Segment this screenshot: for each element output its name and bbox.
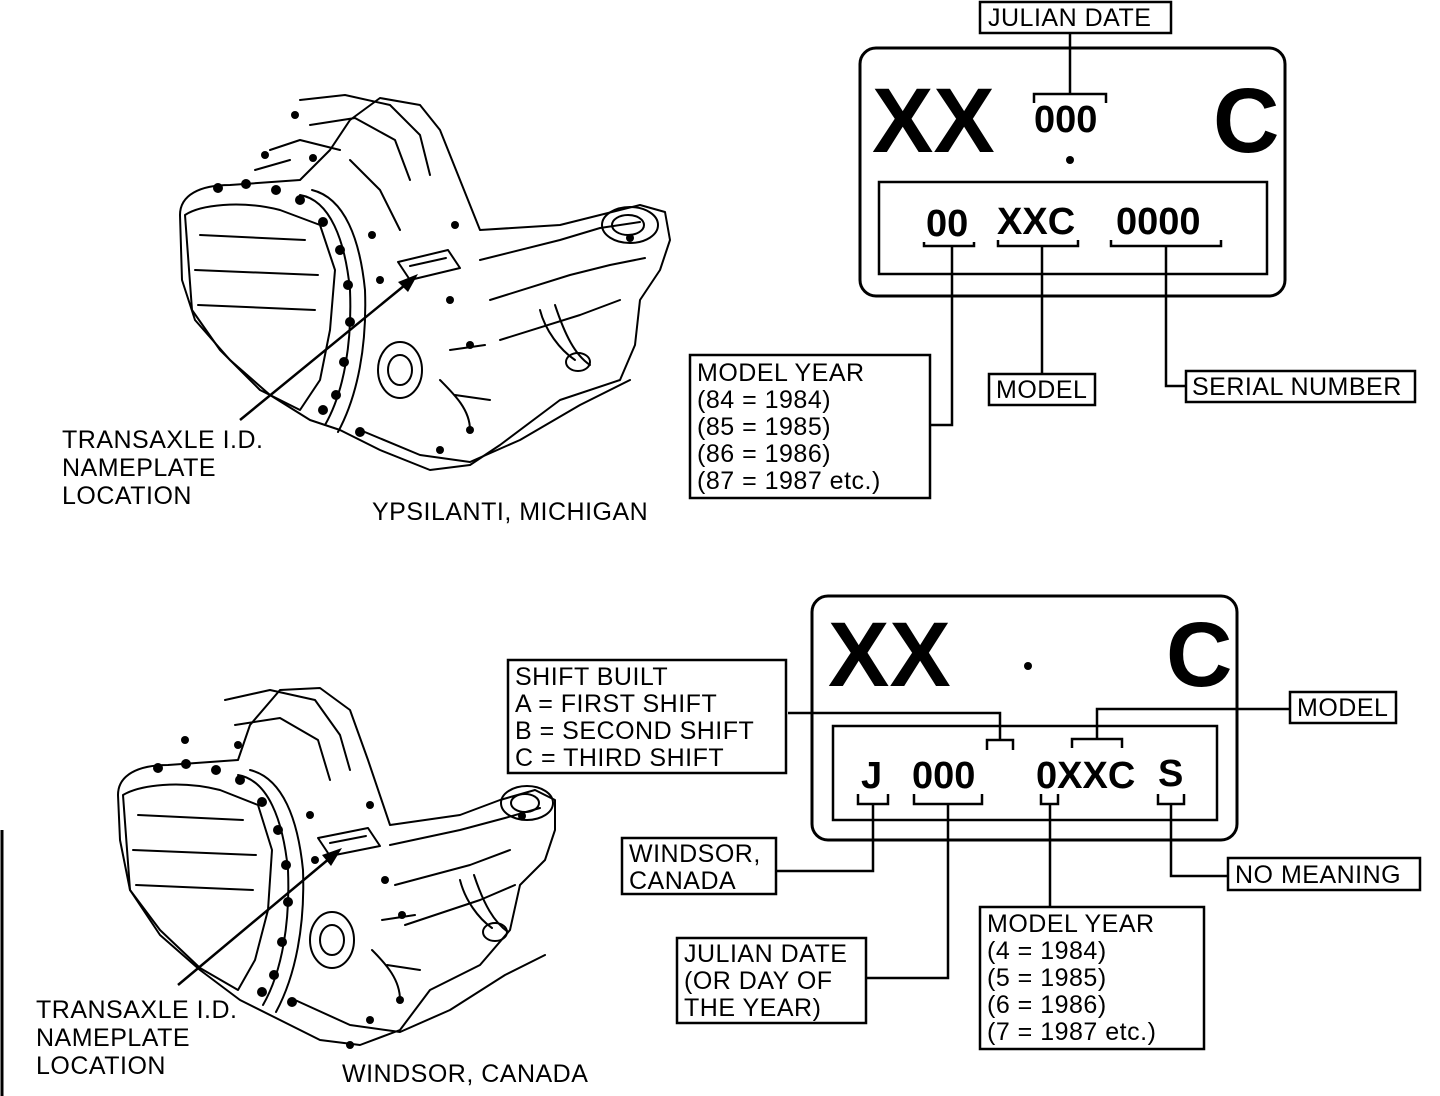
top-plate-prefix: XX bbox=[872, 70, 995, 172]
bottom-model-year-line: (6 = 1986) bbox=[987, 991, 1107, 1019]
bottom-windsor-callout: WINDSOR, CANADA bbox=[620, 836, 778, 896]
bottom-no-meaning-label: NO MEANING bbox=[1235, 861, 1401, 889]
bottom-plate-suffix: C bbox=[1166, 604, 1232, 706]
bottom-shift-line: A = FIRST SHIFT bbox=[515, 690, 717, 718]
bottom-julian-line: THE YEAR) bbox=[684, 994, 821, 1022]
top-model-year-callout: MODEL YEAR (84 = 1984) (85 = 1985) (86 =… bbox=[688, 353, 932, 500]
top-model-year-line: (84 = 1984) bbox=[697, 386, 831, 414]
top-leader-lines bbox=[922, 30, 1223, 427]
bottom-windsor-line: CANADA bbox=[629, 867, 736, 895]
bottom-model-year-line: (5 = 1985) bbox=[987, 964, 1107, 992]
top-model-year-line: (86 = 1986) bbox=[697, 440, 831, 468]
bottom-plate-date-code: 000 bbox=[912, 755, 975, 797]
top-model-label: MODEL bbox=[996, 376, 1087, 404]
bottom-plate-plant-code: J bbox=[861, 755, 882, 797]
top-model-callout: MODEL bbox=[987, 372, 1097, 407]
bottom-model-label: MODEL bbox=[1297, 694, 1388, 722]
bottom-no-meaning-callout: NO MEANING bbox=[1226, 856, 1422, 892]
bottom-plate-prefix: XX bbox=[828, 604, 951, 706]
bottom-plate-model-code: 0XXC bbox=[1036, 755, 1135, 797]
bottom-location-arrow bbox=[177, 848, 342, 986]
bottom-julian-date-callout: JULIAN DATE (OR DAY OF THE YEAR) bbox=[675, 936, 868, 1025]
bottom-shift-line: C = THIRD SHIFT bbox=[515, 744, 724, 772]
bottom-plate-extra-code: S bbox=[1158, 753, 1183, 795]
bottom-julian-line: (OR DAY OF bbox=[684, 967, 833, 995]
bottom-plant-label: WINDSOR, CANADA bbox=[342, 1060, 588, 1088]
top-plate-model-code: XXC bbox=[997, 201, 1075, 243]
top-plate-suffix: C bbox=[1213, 70, 1279, 172]
top-plate-year-code: 00 bbox=[926, 203, 968, 245]
top-location-arrow bbox=[239, 274, 418, 421]
top-plant-label: YPSILANTI, MICHIGAN bbox=[372, 498, 648, 526]
bottom-transaxle-illustration bbox=[117, 687, 556, 1049]
bottom-shift-line: B = SECOND SHIFT bbox=[515, 717, 754, 745]
top-transaxle-illustration bbox=[179, 94, 671, 471]
bottom-nameplate: XX C J 000 0XXC S bbox=[810, 594, 1239, 842]
top-plate-date-code: 000 bbox=[1034, 99, 1097, 141]
top-julian-date-label: JULIAN DATE bbox=[988, 4, 1151, 32]
bottom-model-year-title: MODEL YEAR bbox=[987, 910, 1155, 938]
bottom-model-callout: MODEL bbox=[1288, 690, 1398, 725]
top-model-year-line: (87 = 1987 etc.) bbox=[697, 467, 881, 495]
top-serial-number-callout: SERIAL NUMBER bbox=[1184, 369, 1417, 404]
top-plate-dot bbox=[1066, 156, 1074, 164]
top-nameplate: XX 000 C 00 XXC 0000 bbox=[858, 46, 1287, 298]
bottom-model-year-line: (7 = 1987 etc.) bbox=[987, 1018, 1156, 1046]
top-julian-date-callout: JULIAN DATE bbox=[978, 0, 1173, 35]
top-plate-serial-code: 0000 bbox=[1116, 201, 1201, 243]
bottom-plate-dot bbox=[1024, 662, 1032, 670]
bottom-model-year-callout: MODEL YEAR (4 = 1984) (5 = 1985) (6 = 19… bbox=[978, 905, 1206, 1051]
bottom-windsor-line: WINDSOR, bbox=[629, 840, 761, 868]
top-model-year-title: MODEL YEAR bbox=[697, 359, 865, 387]
bottom-model-year-line: (4 = 1984) bbox=[987, 937, 1107, 965]
top-serial-number-label: SERIAL NUMBER bbox=[1192, 373, 1402, 401]
bottom-location-label: TRANSAXLE I.D. NAMEPLATE LOCATION bbox=[36, 996, 245, 1080]
bottom-julian-line: JULIAN DATE bbox=[684, 940, 847, 968]
top-model-year-line: (85 = 1985) bbox=[697, 413, 831, 441]
bottom-shift-title: SHIFT BUILT bbox=[515, 663, 668, 691]
bottom-shift-callout: SHIFT BUILT A = FIRST SHIFT B = SECOND S… bbox=[506, 658, 788, 775]
bottom-leader-lines bbox=[776, 707, 1290, 980]
top-location-label: TRANSAXLE I.D. NAMEPLATE LOCATION bbox=[62, 426, 271, 510]
